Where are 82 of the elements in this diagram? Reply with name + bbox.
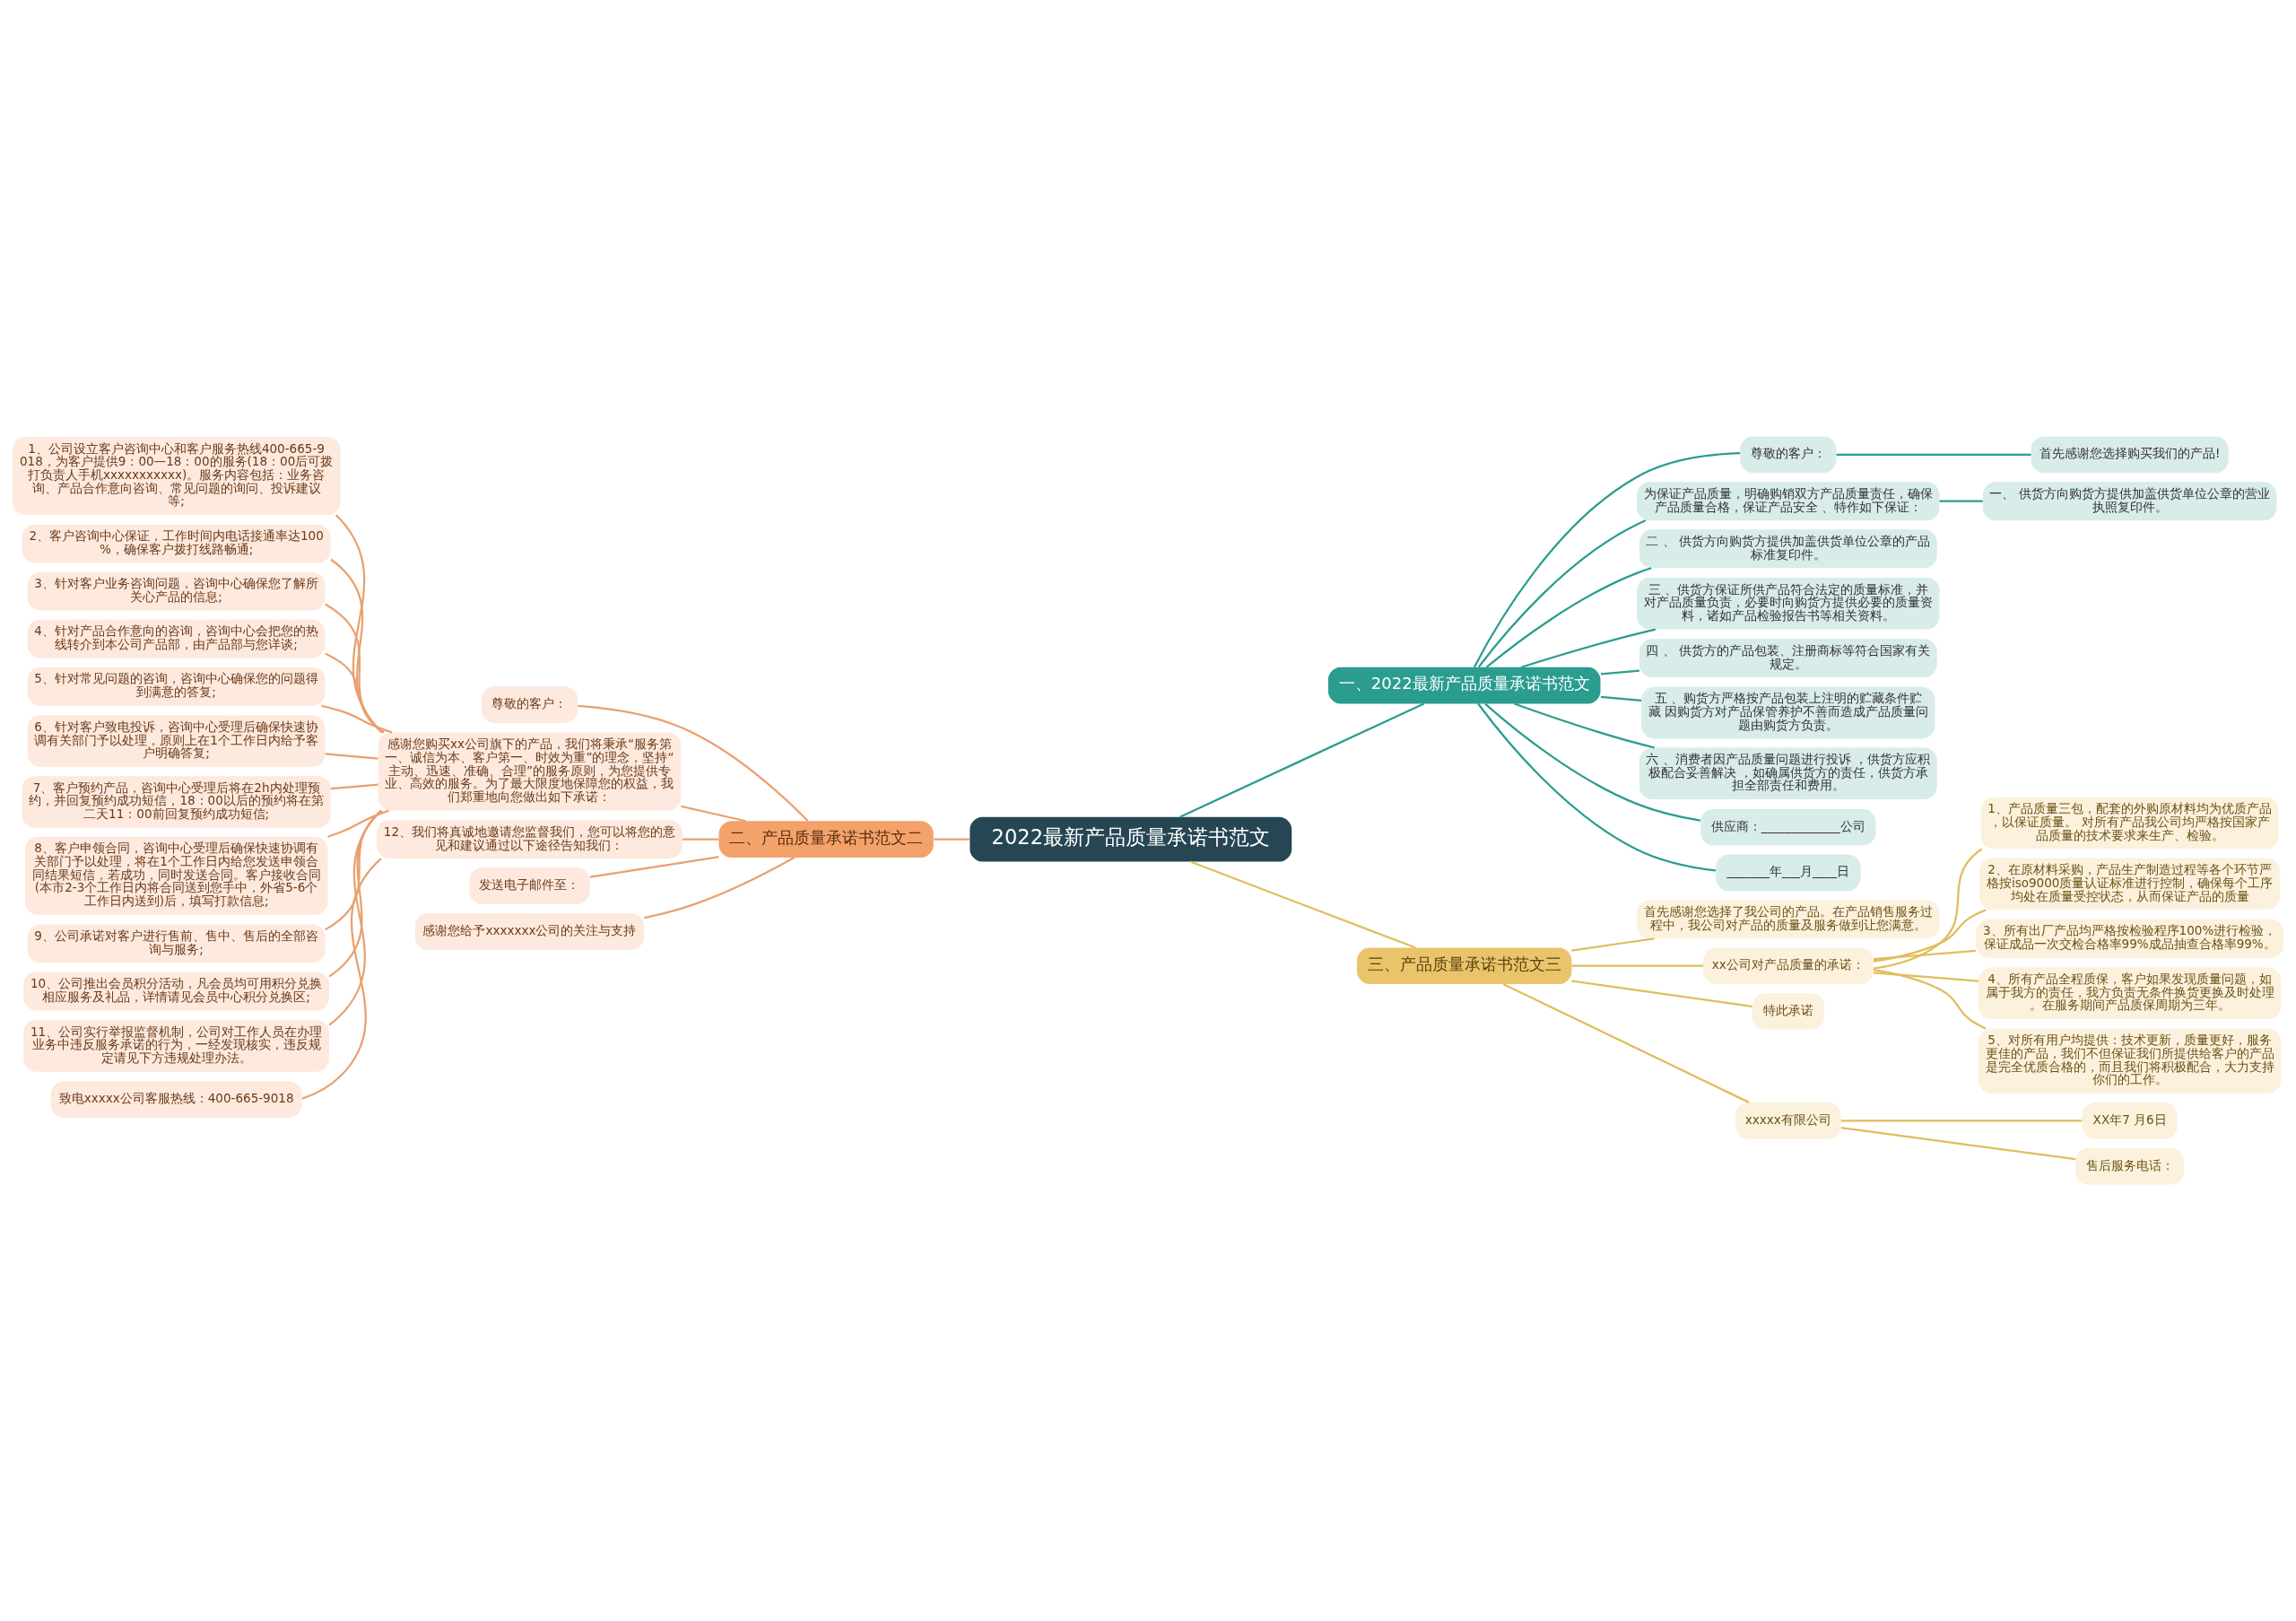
connector [1873,949,1976,961]
connector [1179,702,1425,818]
node-box: 2、在原材料采购，产品生产制造过程等各个环节严格按iso9000质量认证标准进行控制，确保每个工序均处在质量受控状态，从而保证产品的质量 [1979,858,2281,911]
connector [1873,969,1987,1030]
connector [1840,1120,2083,1122]
node-box: _______年___月____日 [1716,854,1861,892]
connector [1484,702,1701,822]
node-box: 9、公司承诺对客户进行售前、售中、售后的全部咨询与服务; [27,924,326,963]
connector [589,856,719,878]
connector [1477,702,1717,872]
node-box: 一、2022最新产品质量承诺书范文 [1327,667,1601,704]
connector [1473,451,1741,668]
connector [1502,983,1750,1103]
connector [321,704,393,734]
node-box: 二 、 供货方向购货方提供加盖供货单位公章的产品标准复印件。 [1639,529,1937,569]
node-box: 5、针对常见问题的咨询，咨询中心确保您的问题得到满意的答复; [27,667,326,706]
node-box: 二、产品质量承诺书范文二 [718,821,934,858]
connector [325,753,378,760]
node-box: 4、针对产品合作意向的咨询，咨询中心会把您的热线转介到本公司产品部，由产品部与您详谈; [27,619,326,658]
connector [681,805,746,823]
node-box: 一、 供货方向购货方提供加盖供货单位公章的营业执照复印件。 [1983,482,2277,521]
connector [1873,848,1983,970]
node-box: 3、所有出厂产品均严格按检验程序100%进行检验，保证成品一次交检合格率99%成品抽查合格率99%。 [1976,919,2284,958]
node-box: 发送电子邮件至： [469,867,590,904]
connector [325,652,385,734]
node-box: 三、产品质量承诺书范文三 [1357,947,1572,985]
node-box: 六 、消费者因产品质量问题进行投诉 ，供货方应积极配合妥善解决 ，如确属供货方的责任，供货方承担全部责任和费用。 [1639,747,1937,800]
connector [1485,567,1652,668]
node-box: 特此承诺 [1752,993,1824,1030]
node-box: 供应商：_____________公司 [1700,808,1876,846]
connector [1520,628,1657,668]
node-box: 首先感谢您选择购买我们的产品! [2031,436,2229,474]
connector [644,857,796,919]
node-box: 为保证产品质量，明确购销双方产品质量责任，确保产品质量合格，保证产品安全 、特作如下保证： [1637,482,1940,521]
connector [683,838,719,841]
node-box: 6、针对客户致电投诉，咨询中心受理后确保快速协调有关部门予以处理，原则上在1个工作日内给予客户明确答复; [27,715,326,767]
node-box: XX年7 月6日 [2082,1102,2178,1139]
node-box: 5、对所有用户均提供：技术更新，质量更好，服务更佳的产品，我们不但保证我们所提供给客户的产品是完全优质合格的，而且我们将积极配合，大力支持你们的工作。 [1978,1028,2282,1094]
node-box: 2022最新产品质量承诺书范文 [970,816,1292,862]
node-box: 11、公司实行举报监督机制，公司对工作人员在办理业务中违反服务承诺的行为，一经发现核实，违反规定请见下方违规处理办法。 [23,1020,330,1072]
connector [934,838,970,841]
node-box: 1、公司设立客户咨询中心和客户服务热线400-665-9018，为客户提供9：00—18：00的服务(18：00后可拨打负责人手机xxxxxxxxxxx)。服务内容包括：业务咨询、产品合作意向咨询、常见问题的询问、投诉建议等; [12,437,341,515]
node-box: 感谢您给予xxxxxxx公司的关注与支持 [414,913,644,950]
connector [301,858,382,1100]
connector [1600,695,1642,702]
connector [330,783,378,790]
connector [1836,453,2031,456]
connector [578,704,809,822]
connector [325,603,384,734]
connector [1189,860,1416,949]
connector [1571,964,1703,967]
node-box: 12、我们将真诚地邀请您监督我们，您可以将您的意见和建议通过以下途径告知我们： [377,820,683,859]
node-box: 2、客户咨询中心保证，工作时间内电话接通率达100%，确保客户拨打线路畅通; [22,524,331,563]
node-box: 尊敬的客户： [481,686,578,723]
node-box: 8、客户申领合同，咨询中心受理后确保快速协调有关部门予以处理，将在1个工作日内给您发送申领合同结果短信，若成功，同时发送合同。客户接收合同(本市2-3个工作日内将合同送到您手中，外省5-6个工作日内送到)后，填写打款信息; [24,836,328,915]
connector [327,809,389,838]
connector [1477,519,1647,668]
node-box: 3、针对客户业务咨询问题，咨询中心确保您了解所关心产品的信息; [27,571,326,611]
node-box: 7、客户预约产品，咨询中心受理后将在2h内处理预约，并回复预约成功短信，18：00以后的预约将在第二天11：00前回复预约成功短信; [22,776,331,828]
node-box: 10、公司推出会员积分活动，凡会员均可用积分兑换相应服务及礼品，详情请见会员中心积分兑换区; [23,972,330,1011]
connector [1600,669,1639,675]
connector [1873,972,1979,982]
connector [1514,702,1656,749]
connector [1840,1127,2076,1161]
node-box: 致电xxxxx公司客服热线：400-665-9018 [50,1081,302,1118]
node-box: 首先感谢您选择了我公司的产品。在产品销售服务过程中，我公司对产品的质量及服务做到让您满意。 [1637,900,1940,939]
node-box: xxxxx有限公司 [1735,1102,1841,1139]
connector [328,809,382,1026]
node-box: 售后服务电话： [2075,1147,2185,1185]
connector [1571,980,1752,1008]
connector [335,514,383,734]
node-box: 四 、 供货方的产品包装、注册商标等符合国家有关规定。 [1639,639,1937,678]
connector [1873,909,1987,963]
node-box: 感谢您购买xx公司旗下的产品，我们将秉承“服务第一、诚信为本、客户第一、时效为重”的理念，坚持“主动、迅速、准确、合理”的服务原则，为您提供专业、高效的服务。为了最大限度地保障您的权益，我们郑重地向您做出如下承诺： [378,732,682,811]
node-box: 五 、购货方严格按产品包装上注明的贮藏条件贮藏 因购货方对产品保管养护不善而造成产品质量问题由购货方负责。 [1641,686,1935,739]
connector [1571,937,1655,952]
node-box: 尊敬的客户： [1740,436,1837,474]
node-box: 三 、供货方保证所供产品符合法定的质量标准，并对产品质量负责，必要时向购货方提供必要的质量资料，诸如产品检验报告书等相关资料。 [1637,577,1940,630]
node-box: 1、产品质量三包，配套的外购原材料均为优质产品，以保证质量。 对所有产品我公司均严格按国家产品质量的技术要求来生产、检验。 [1980,797,2279,850]
connector [1939,500,1983,502]
node-box: 4、所有产品全程质保，客户如果发现质量问题，如属于我方的责任，我方负责无条件换货更换及时处理。在服务期间产品质保周期为三年。 [1978,967,2282,1019]
node-box: xx公司对产品质量的承诺： [1703,947,1874,985]
